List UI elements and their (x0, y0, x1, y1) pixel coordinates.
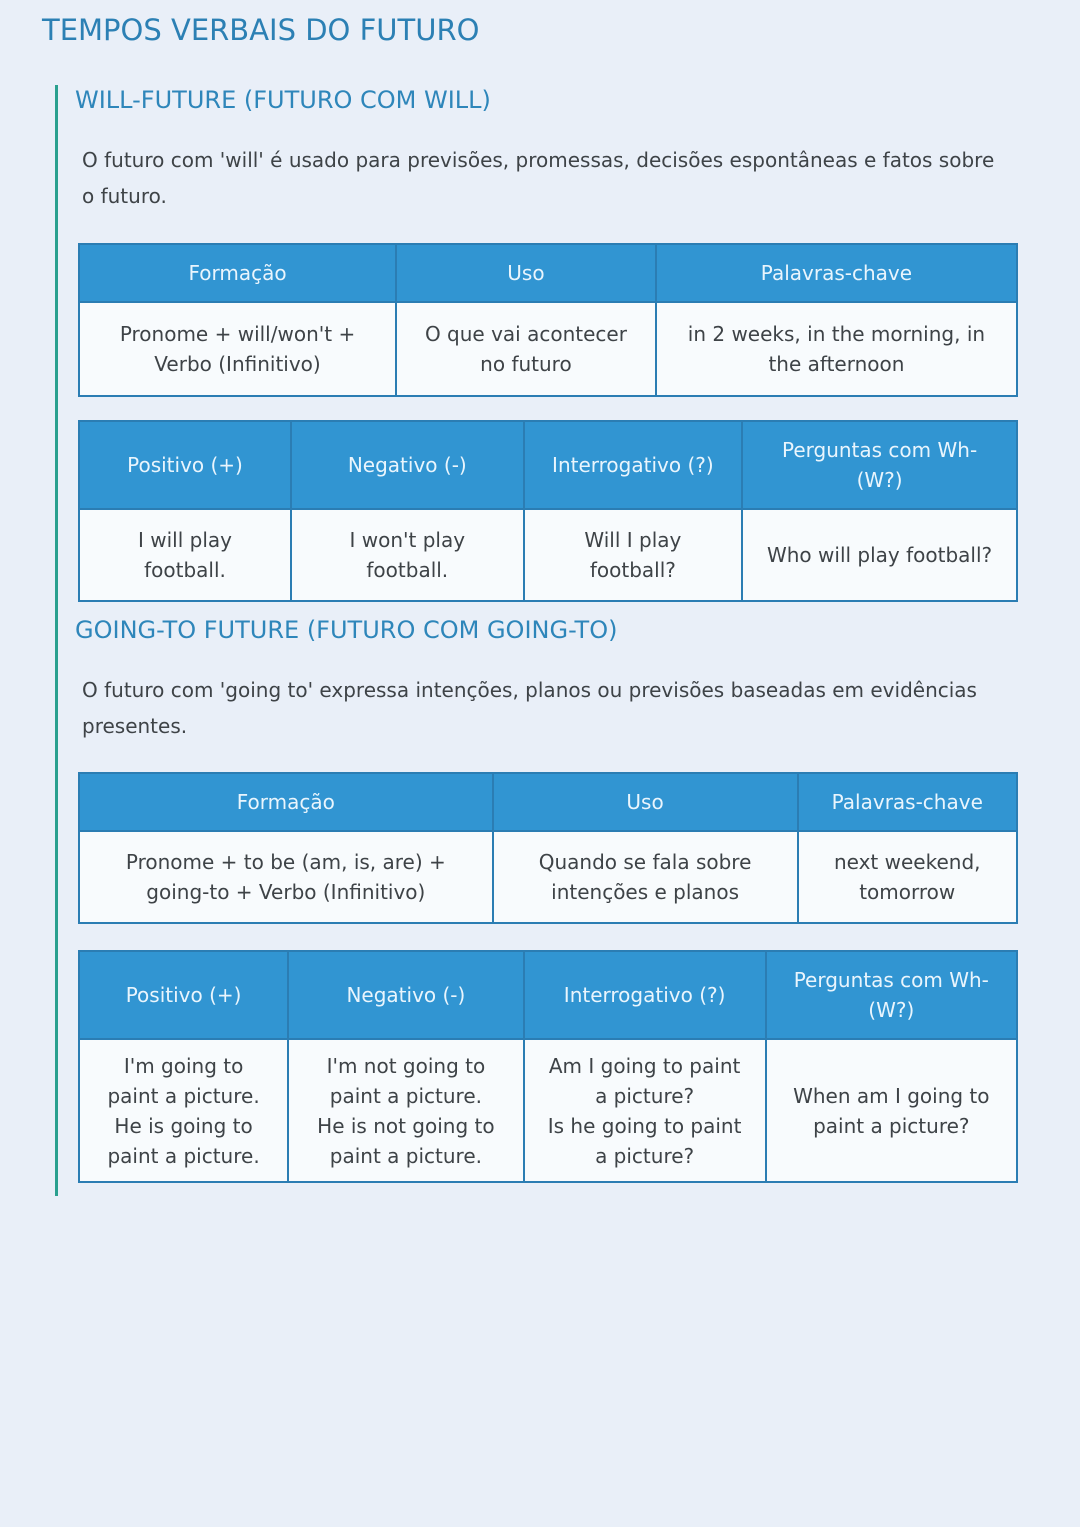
table-cell: Will I play football? (522, 508, 744, 602)
table-header-cell: Negativo (-) (287, 950, 525, 1040)
table-header-cell: Palavras-chave (796, 772, 1018, 832)
section-will-future: WILL-FUTURE (FUTURO COM WILL) O futuro c… (58, 85, 1025, 602)
table-cell: Quando se fala sobre intenções e planos (491, 830, 799, 924)
table-cell: Am I going to paint a picture? Is he goi… (522, 1038, 767, 1183)
section-heading: WILL-FUTURE (FUTURO COM WILL) (75, 86, 491, 114)
table-row: Pronome + will/won't + Verbo (Infinitivo… (77, 301, 1019, 397)
table-header-cell: Negativo (-) (289, 420, 525, 510)
table-header-cell: Uso (395, 243, 657, 303)
table-header-row: Positivo (+) Negativo (-) Interrogativo … (77, 950, 1019, 1040)
table-cell: Who will play football? (741, 508, 1018, 602)
table-cell: I will play football. (78, 508, 292, 602)
page-title: TEMPOS VERBAIS DO FUTURO (42, 13, 480, 47)
table-cell: Pronome + will/won't + Verbo (Infinitivo… (77, 301, 398, 397)
table-header-row: Positivo (+) Negativo (-) Interrogativo … (78, 420, 1018, 510)
table-header-row: Formação Uso Palavras-chave (78, 772, 1018, 832)
section-description: O futuro com 'will' é usado para previsõ… (82, 148, 995, 208)
table-cell: I won't play football. (289, 508, 525, 602)
table-cell: O que vai acontecer no futuro (395, 301, 657, 397)
table-header-cell: Interrogativo (?) (522, 950, 767, 1040)
section-going-to-future: GOING-TO FUTURE (FUTURO COM GOING-TO) O … (58, 615, 1025, 1270)
table-header-cell: Positivo (+) (78, 420, 292, 510)
table-cell: I'm going to paint a picture. He is goin… (77, 1038, 290, 1183)
table-row: I'm going to paint a picture. He is goin… (77, 1038, 1019, 1183)
table-header-row: Formação Uso Palavras-chave (77, 243, 1019, 303)
table-header-cell: Interrogativo (?) (522, 420, 744, 510)
table-header-cell: Positivo (+) (77, 950, 290, 1040)
table-cell: next weekend, tomorrow (796, 830, 1018, 924)
forms-table: Positivo (+) Negativo (-) Interrogativo … (77, 950, 1019, 1183)
table-header-cell: Palavras-chave (654, 243, 1019, 303)
table-cell: in 2 weeks, in the morning, in the after… (654, 301, 1019, 397)
table-header-cell: Perguntas com Wh- (W?) (764, 950, 1019, 1040)
table-header-cell: Uso (491, 772, 799, 832)
formation-table: Formação Uso Palavras-chave Pronome + wi… (77, 243, 1019, 397)
table-header-cell: Formação (78, 772, 494, 832)
section-heading: GOING-TO FUTURE (FUTURO COM GOING-TO) (75, 616, 618, 644)
table-header-cell: Perguntas com Wh- (W?) (741, 420, 1018, 510)
formation-table: Formação Uso Palavras-chave Pronome + to… (78, 772, 1018, 924)
forms-table: Positivo (+) Negativo (-) Interrogativo … (78, 420, 1018, 602)
table-cell: When am I going to paint a picture? (764, 1038, 1019, 1183)
table-row: Pronome + to be (am, is, are) + going-to… (78, 830, 1018, 924)
table-header-cell: Formação (77, 243, 398, 303)
table-cell: I'm not going to paint a picture. He is … (287, 1038, 525, 1183)
table-row: I will play football. I won't play footb… (78, 508, 1018, 602)
content-block: WILL-FUTURE (FUTURO COM WILL) O futuro c… (55, 85, 1028, 1196)
section-description: O futuro com 'going to' expressa intençõ… (82, 678, 977, 738)
table-cell: Pronome + to be (am, is, are) + going-to… (78, 830, 494, 924)
